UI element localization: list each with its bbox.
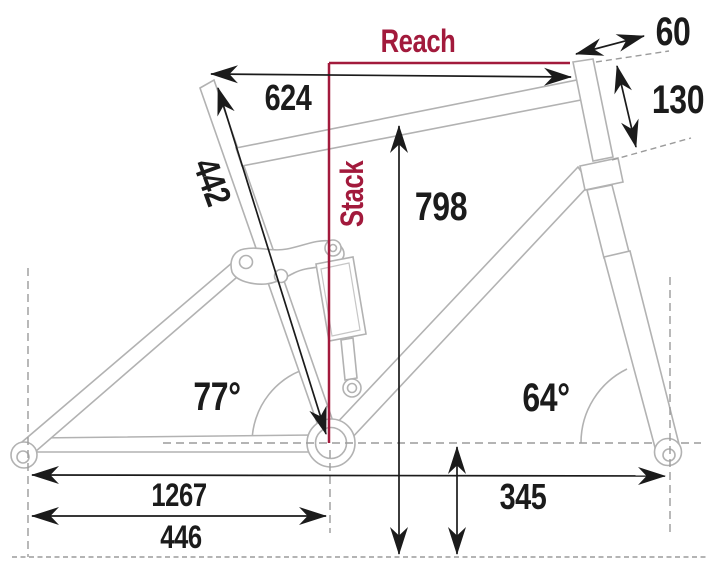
shock-upper-eyelet — [328, 243, 338, 253]
shock-lower-eyelet — [346, 382, 358, 394]
seatstay-tube — [20, 254, 253, 454]
head-angle-label: 64° — [522, 376, 570, 420]
rear-axle — [16, 450, 30, 464]
shock-shaft — [340, 337, 358, 381]
head-angle-arc — [580, 368, 628, 444]
wheelbase-dim-line — [31, 466, 666, 485]
head-tube-dim-line — [614, 65, 639, 148]
dimension-arrows — [31, 34, 666, 555]
headtube-top-guide — [595, 50, 670, 63]
top-tube-dim-line — [210, 65, 572, 86]
reach-label: Reach — [380, 23, 456, 59]
fork-crown — [579, 157, 624, 191]
frame-outline — [10, 58, 683, 469]
bb-height-dim-label: 345 — [499, 476, 547, 517]
shock-body — [315, 256, 367, 342]
chainstay-dim-label: 446 — [160, 519, 202, 555]
stack-label: Stack — [334, 160, 370, 228]
seat-tube-dim-line — [217, 87, 327, 435]
reach-stack-lines — [327, 61, 570, 443]
seat-angle-label: 77° — [193, 375, 241, 419]
stem-dim-line — [575, 34, 645, 56]
stem-dim-label: 60 — [655, 10, 691, 54]
standover-dim-label: 798 — [414, 185, 468, 229]
head-tube — [572, 58, 614, 162]
head-tube-dim-label: 130 — [651, 78, 705, 122]
fork-stanchion — [586, 184, 630, 259]
headtube-bottom-guide — [611, 137, 692, 161]
fork-lower-leg — [603, 250, 681, 457]
guide-lines — [12, 50, 706, 558]
wheelbase-dim-label: 1267 — [151, 477, 207, 513]
top-tube-dim-label: 624 — [264, 77, 312, 118]
rocker-pivot-front — [238, 254, 254, 270]
front-axle — [662, 448, 676, 462]
